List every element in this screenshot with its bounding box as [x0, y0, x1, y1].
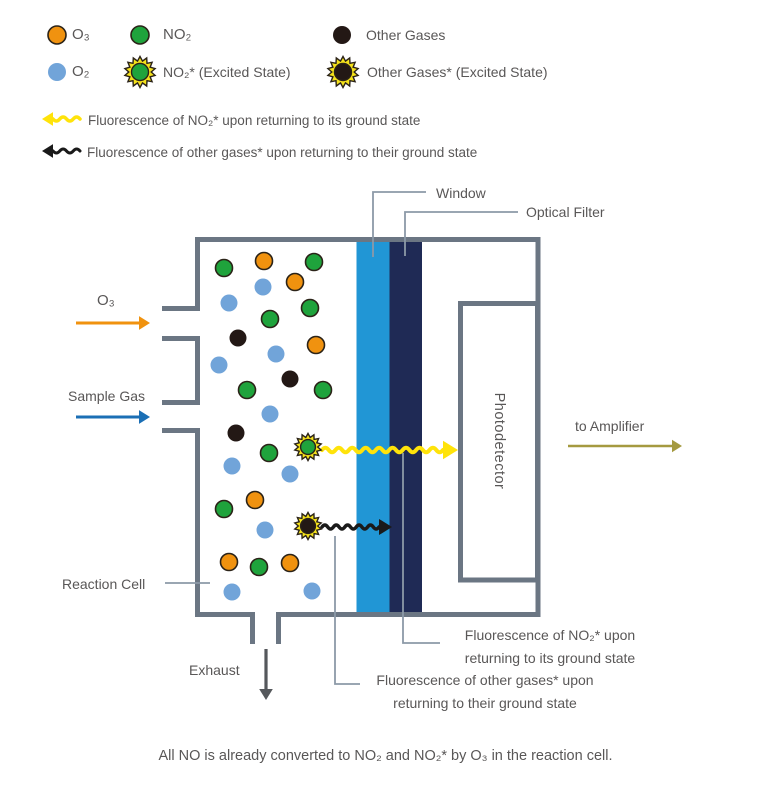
fluor-no2-callout-line	[402, 453, 440, 644]
molecule-no2	[214, 499, 234, 519]
photodetector-box	[458, 301, 540, 583]
legend-o3-dot	[47, 25, 67, 45]
legend-other-gases-dot	[333, 26, 351, 44]
optical-filter-label: Optical Filter	[526, 204, 605, 220]
molecule-o3	[245, 490, 265, 510]
molecule-no2	[304, 252, 324, 272]
molecule-no2-excited	[293, 432, 323, 462]
molecule-other-excited	[293, 511, 323, 541]
legend-no2-excited-icon	[123, 55, 157, 89]
legend-no2-fluorescence-wave	[42, 112, 82, 126]
legend-o3-label: O₃	[72, 26, 90, 43]
molecule-o2	[256, 521, 274, 539]
fluor-no2-annotation-line2: returning to its ground state	[464, 650, 636, 666]
legend-other-fluorescence-wave	[42, 144, 82, 158]
window-label: Window	[436, 185, 486, 201]
fluor-other-annotation-line1: Fluorescence of other gases* upon	[376, 672, 594, 688]
legend-o2-label: O₂	[72, 63, 90, 80]
legend-fluor-no2-label: Fluorescence of NO₂* upon returning to i…	[88, 113, 421, 128]
o3-inlet-arrow	[76, 316, 150, 330]
molecule-o3	[306, 335, 326, 355]
molecule-no2	[249, 557, 269, 577]
molecule-o2	[303, 582, 321, 600]
window-callout-line	[372, 191, 426, 257]
legend-no2-label: NO₂	[163, 26, 192, 43]
molecule-no2	[214, 258, 234, 278]
exhaust-arrow	[259, 649, 273, 700]
legend-other-gases-label: Other Gases	[366, 27, 446, 43]
molecule-o3	[219, 552, 239, 572]
sample-gas-arrow	[76, 410, 150, 424]
molecule-other-gas	[227, 424, 245, 442]
molecule-no2	[259, 443, 279, 463]
o3-inlet-label: O₃	[97, 292, 115, 309]
exhaust-label: Exhaust	[189, 662, 240, 678]
molecule-o3	[285, 272, 305, 292]
other-fluorescence-wave	[320, 518, 392, 536]
molecules-layer	[47, 25, 360, 601]
molecule-o2	[261, 405, 279, 423]
molecule-no2	[260, 309, 280, 329]
molecule-other-gas	[281, 370, 299, 388]
legend-other-excited-icon	[326, 55, 360, 89]
molecule-no2	[300, 298, 320, 318]
legend-other-excited-label: Other Gases* (Excited State)	[367, 64, 548, 80]
molecule-no2	[237, 380, 257, 400]
photodetector-label: Photodetector	[491, 392, 507, 490]
legend-o2-dot	[48, 63, 66, 81]
molecule-o2	[254, 278, 272, 296]
molecule-o2	[220, 294, 238, 312]
reaction-cell-wall	[162, 237, 541, 644]
legend-fluor-other-label: Fluorescence of other gases* upon return…	[87, 145, 478, 160]
molecule-o2	[223, 583, 241, 601]
molecule-no2	[313, 380, 333, 400]
no2-fluorescence-wave	[320, 440, 458, 460]
fluor-other-callout-line	[334, 536, 360, 685]
legend-no2-excited-label: NO₂* (Excited State)	[163, 64, 291, 80]
window-strip	[356, 240, 390, 613]
arrows-layer	[42, 112, 682, 700]
fluor-other-annotation-line2: returning to their ground state	[393, 695, 577, 711]
bottom-caption: All NO is already converted to NO₂ and N…	[158, 748, 613, 764]
reaction-cell-label: Reaction Cell	[62, 576, 146, 592]
sample-gas-label: Sample Gas	[68, 388, 146, 404]
optical-filter-strip	[389, 240, 422, 613]
fluor-other-annotation: Fluorescence of other gases* upon return…	[355, 669, 615, 715]
fluor-no2-annotation-line1: Fluorescence of NO₂* upon	[464, 627, 636, 643]
molecule-o3	[254, 251, 274, 271]
legend-no2-dot	[130, 25, 150, 45]
molecule-o3	[280, 553, 300, 573]
to-amplifier-arrow	[568, 439, 682, 453]
molecule-o2	[281, 465, 299, 483]
callout-lines	[165, 191, 518, 685]
molecule-other-gas	[229, 329, 247, 347]
fluor-no2-annotation: Fluorescence of NO₂* upon returning to i…	[430, 624, 670, 670]
molecule-o2	[223, 457, 241, 475]
molecule-o2	[210, 356, 228, 374]
molecule-o2	[267, 345, 285, 363]
optical-filter-callout-line	[404, 211, 518, 256]
to-amplifier-label: to Amplifier	[575, 418, 645, 434]
